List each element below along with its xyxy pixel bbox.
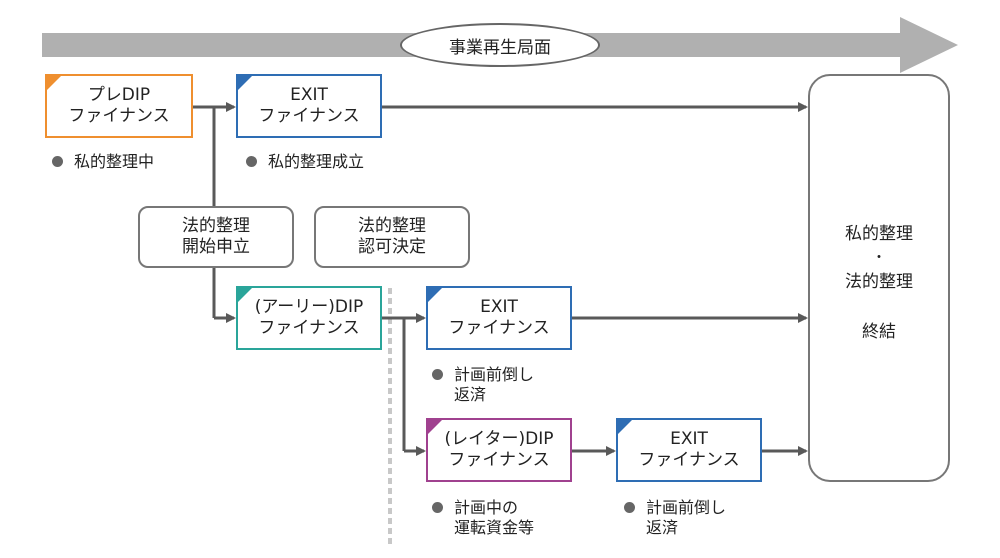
note-line: 返済 (454, 385, 487, 404)
final-line3: 終結 (862, 322, 896, 342)
final-outcome-box: 私的整理 ・ 法的整理 終結 (808, 74, 950, 482)
box-exit-bottom-line2: ファイナンス (638, 450, 740, 470)
box-exit-top-line2: ファイナンス (258, 106, 360, 126)
box-early-dip: (アーリー)DIP ファイナンス (236, 286, 382, 350)
box-early-dip-line2: ファイナンス (258, 318, 360, 338)
bullet-icon (52, 156, 63, 167)
note-private-ongoing: 私的整理中 (52, 152, 202, 176)
box-pre-dip-line2: ファイナンス (68, 106, 170, 126)
box-early-dip-line1: (アーリー)DIP (254, 297, 364, 317)
final-separator: ・ (872, 250, 886, 266)
box-pre-dip: プレDIP ファイナンス (45, 74, 193, 138)
final-line2: 法的整理 (845, 272, 913, 292)
bullet-icon (432, 369, 443, 380)
box-pre-dip-line1: プレDIP (87, 85, 151, 105)
box-exit-top: EXIT ファイナンス (236, 74, 382, 138)
corner-marker (618, 420, 632, 434)
corner-marker (428, 288, 442, 302)
note-line: 運転資金等 (454, 518, 535, 537)
box-exit-bottom: EXIT ファイナンス (616, 418, 762, 482)
note-bottom-repay: 計画前倒し 返済 (624, 498, 774, 542)
corner-marker (47, 76, 61, 90)
bullet-icon (246, 156, 257, 167)
callout-legal-approval: 法的整理 認可決定 (314, 206, 470, 268)
note-operating-funds: 計画中の 運転資金等 (432, 498, 592, 542)
callout-line1: 法的整理 (182, 216, 250, 236)
box-later-dip-line1: (レイター)DIP (444, 429, 554, 449)
callout-line2: 認可決定 (358, 237, 426, 257)
note-line: 返済 (646, 518, 679, 537)
note-private-done: 私的整理成立 (246, 152, 416, 176)
note-line: 計画前倒し (454, 365, 535, 384)
box-exit-mid-line1: EXIT (480, 297, 518, 317)
bullet-icon (432, 502, 443, 513)
box-exit-top-line1: EXIT (290, 85, 328, 105)
phase-label: 事業再生局面 (400, 23, 600, 67)
corner-marker (238, 288, 252, 302)
callout-line1: 法的整理 (358, 216, 426, 236)
box-exit-bottom-line1: EXIT (670, 429, 708, 449)
bullet-icon (624, 502, 635, 513)
note-line: 計画前倒し (646, 498, 727, 517)
box-exit-mid-line2: ファイナンス (448, 318, 550, 338)
note-line: 私的整理成立 (268, 152, 365, 171)
callout-line2: 開始申立 (182, 237, 250, 257)
callout-legal-start: 法的整理 開始申立 (138, 206, 294, 268)
note-early-repay: 計画前倒し 返済 (432, 365, 582, 409)
corner-marker (238, 76, 252, 90)
final-line1: 私的整理 (845, 224, 913, 244)
box-later-dip-line2: ファイナンス (448, 450, 550, 470)
corner-marker (428, 420, 442, 434)
box-later-dip: (レイター)DIP ファイナンス (426, 418, 572, 482)
note-line: 計画中の (454, 498, 519, 517)
box-exit-mid: EXIT ファイナンス (426, 286, 572, 350)
note-line: 私的整理中 (74, 152, 155, 171)
